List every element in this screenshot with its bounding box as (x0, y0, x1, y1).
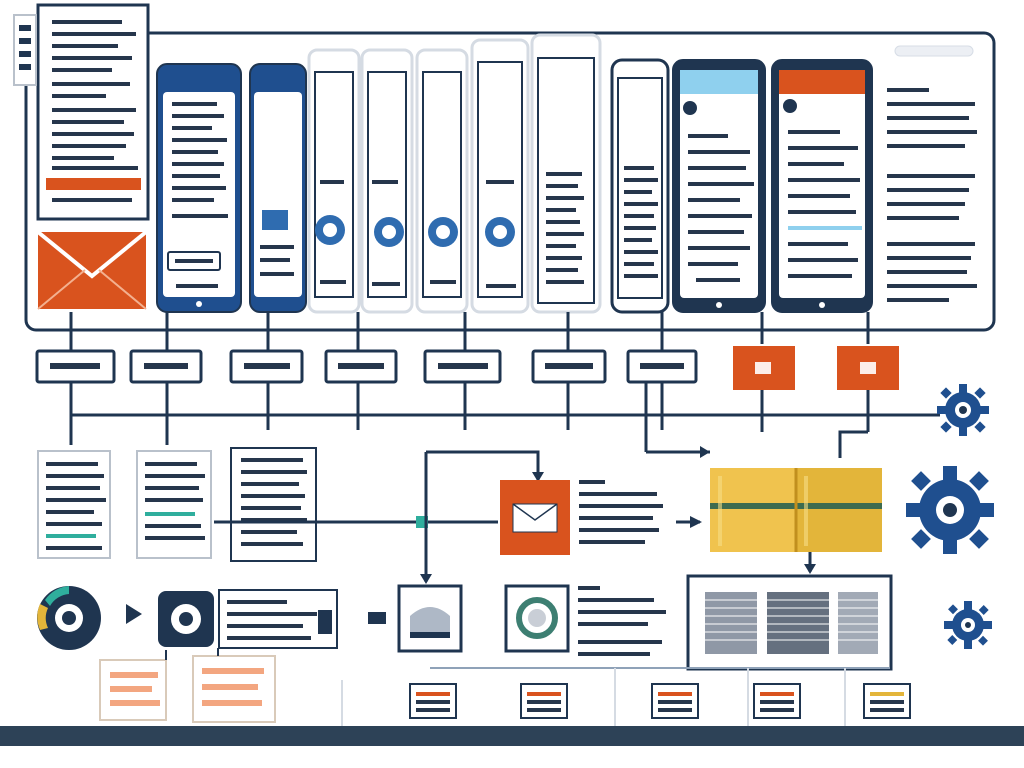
small-connector-node (368, 612, 386, 624)
database-icon (710, 468, 882, 552)
circle-logo-icon (37, 586, 101, 650)
picture-icon (397, 584, 463, 653)
mid-doc-3 (230, 447, 317, 562)
connector-row (35, 312, 940, 458)
phone-4 (360, 48, 414, 314)
play-arrow-icon (126, 604, 142, 624)
printer-icon (520, 683, 568, 719)
phone-3 (307, 48, 361, 314)
phone-2-image (262, 210, 288, 230)
gear-icon (937, 384, 989, 436)
gear-icon (944, 601, 992, 649)
phone-10-header (779, 70, 865, 94)
doc-highlight (46, 178, 141, 190)
printer-icon (409, 683, 457, 719)
orange-doc-2 (192, 655, 276, 723)
mid-flow-upper-branch (426, 450, 540, 480)
right-text-column (887, 88, 977, 302)
phone-9-header (680, 70, 758, 94)
phone-2 (249, 63, 307, 313)
square-logo-icon (158, 591, 214, 647)
gallery-panel (686, 574, 893, 671)
connector-label-2 (129, 349, 203, 384)
connector-label-6 (531, 349, 607, 384)
bottom-text-panel (218, 589, 338, 649)
connector-label-4 (324, 349, 398, 384)
left-document-card (13, 3, 150, 221)
picture-icon (504, 584, 570, 653)
mid-bottom-text (578, 586, 666, 656)
rail-tab (894, 45, 974, 57)
envelope-icon (36, 230, 148, 310)
phone-10 (771, 59, 873, 313)
mid-doc-2 (136, 450, 212, 559)
connector-label-9 (837, 346, 899, 390)
phone-5 (415, 48, 469, 314)
envelope-icon (500, 480, 570, 555)
footer-space (0, 746, 1024, 768)
printer-icon (863, 683, 911, 719)
printer-icon (651, 683, 699, 719)
mid-text-block (579, 480, 663, 544)
connector-label-5 (423, 349, 502, 384)
printer-icon (753, 683, 801, 719)
phone-9 (672, 59, 766, 313)
connector-label-3 (229, 349, 304, 384)
phone-1 (156, 63, 242, 313)
gear-icon (906, 466, 994, 554)
footer-band (0, 726, 1024, 746)
phone-7 (530, 33, 602, 314)
phone-6 (470, 38, 530, 314)
connector-label-7 (626, 349, 698, 384)
phone-8 (610, 58, 670, 314)
connector-label-1 (35, 349, 116, 384)
mid-doc-1 (37, 450, 111, 559)
orange-doc-1 (99, 659, 167, 721)
phone-10-highlight (788, 226, 862, 230)
connector-label-8 (733, 346, 795, 390)
